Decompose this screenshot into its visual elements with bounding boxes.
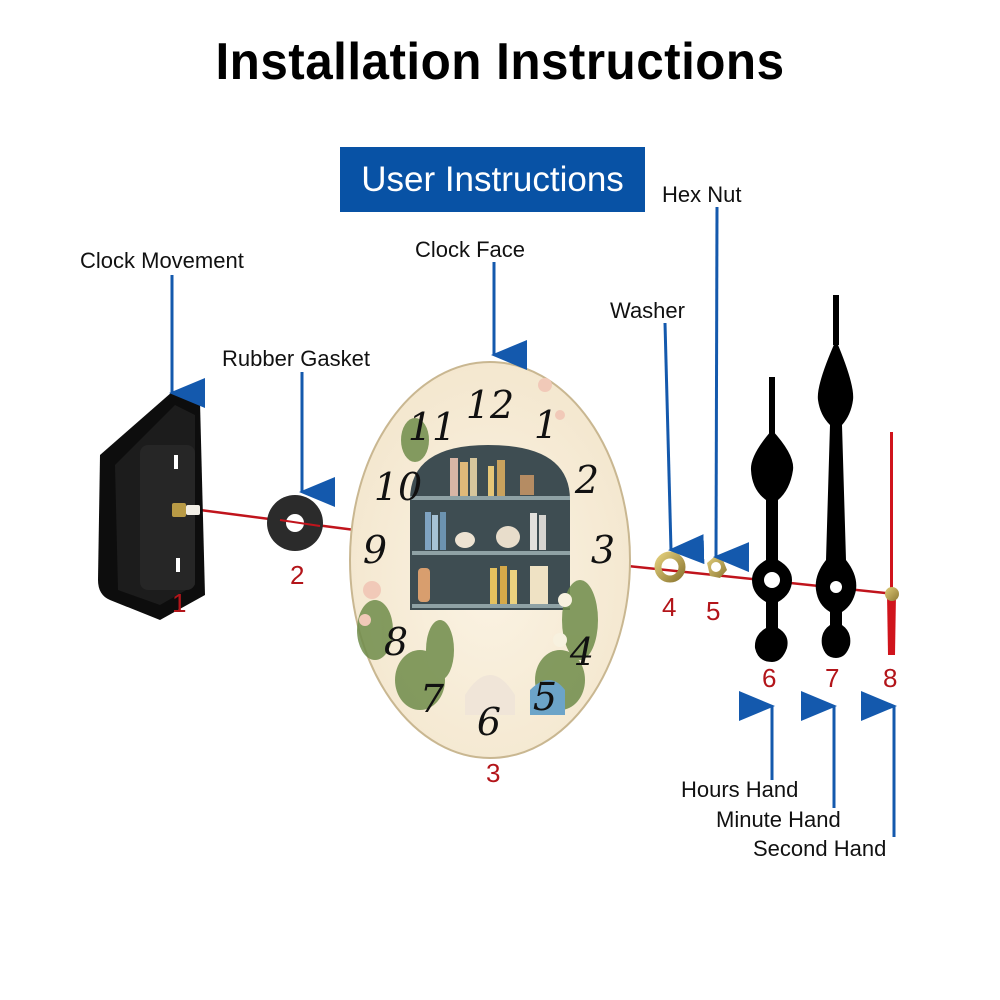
clock-numeral-9: 9 — [363, 528, 387, 572]
clock-numeral-7: 7 — [420, 677, 445, 721]
clock-movement-icon — [98, 392, 205, 620]
label-washer: Washer — [610, 298, 685, 323]
arrow-washer — [663, 322, 705, 565]
clock-numeral-5: 5 — [533, 675, 557, 719]
part-number-2: 2 — [290, 560, 305, 590]
part-number-1: 1 — [172, 588, 187, 618]
part-number-8: 8 — [883, 663, 898, 693]
label-minute-hand: Minute Hand — [716, 807, 841, 832]
clock-numeral-3: 3 — [591, 528, 615, 572]
page-title: Installation Instructions — [215, 33, 785, 91]
second-hand-icon — [885, 432, 899, 655]
label-clock-face: Clock Face — [415, 237, 526, 262]
rubber-gasket-icon — [267, 495, 323, 551]
arrow-hex-nut — [713, 206, 750, 573]
clock-numeral-12: 12 — [466, 383, 514, 427]
clock-face-icon: 12 1 2 3 4 5 6 7 8 9 10 11 — [349, 361, 631, 759]
part-number-4: 4 — [662, 592, 677, 622]
label-rubber-gasket: Rubber Gasket — [222, 346, 370, 371]
washer-icon — [654, 551, 686, 583]
clock-numeral-6: 6 — [477, 700, 501, 744]
clock-numeral-2: 2 — [574, 458, 599, 502]
part-number-6: 6 — [762, 663, 777, 693]
clock-numeral-1: 1 — [534, 403, 558, 447]
hours-hand-icon — [750, 377, 794, 662]
part-number-3: 3 — [486, 758, 501, 788]
minute-hand-icon — [815, 295, 857, 658]
clock-numeral-8: 8 — [384, 620, 408, 664]
clock-numeral-10: 10 — [374, 465, 422, 509]
label-second-hand: Second Hand — [753, 836, 887, 861]
part-number-7: 7 — [825, 663, 840, 693]
label-clock-movement: Clock Movement — [80, 248, 244, 273]
clock-numeral-4: 4 — [569, 630, 594, 674]
part-number-5: 5 — [706, 596, 721, 626]
label-hex-nut: Hex Nut — [662, 182, 742, 207]
label-hours-hand: Hours Hand — [681, 777, 799, 802]
clock-numeral-11: 11 — [408, 405, 456, 449]
user-instructions-badge: User Instructions — [340, 147, 645, 212]
